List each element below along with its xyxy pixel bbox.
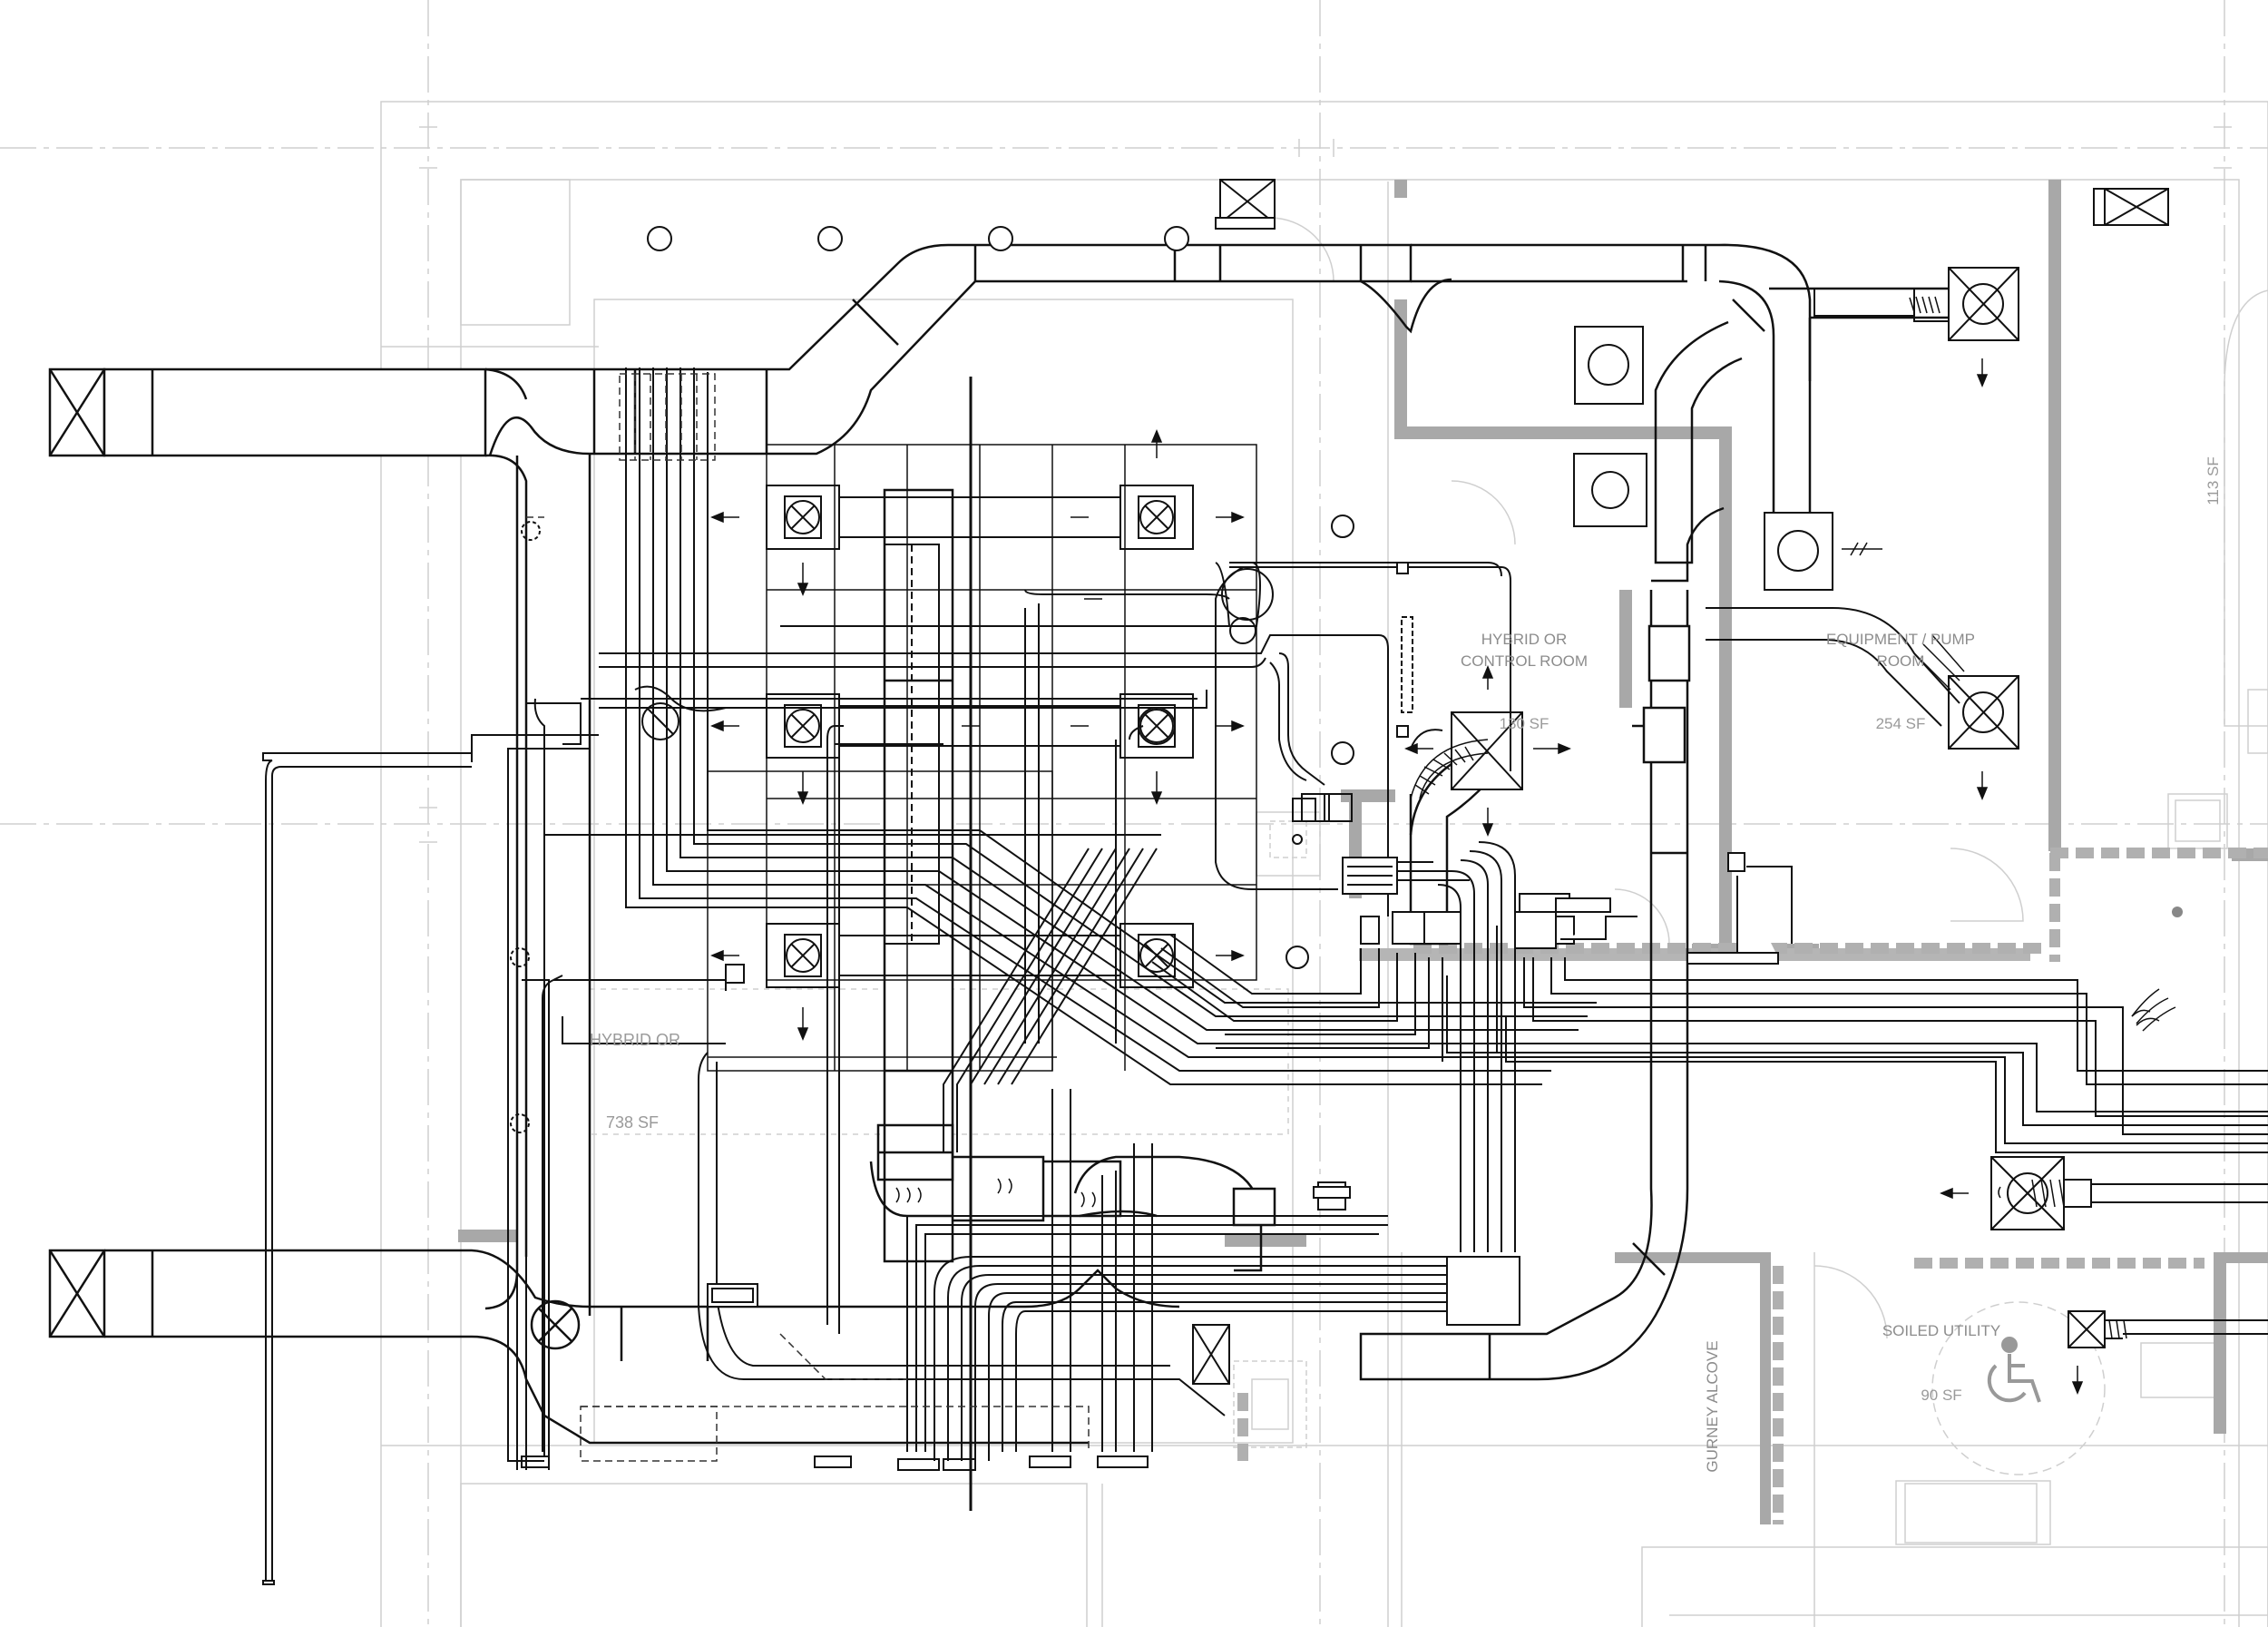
exhaust-fan-icon <box>1948 267 2019 341</box>
room-area-hybrid-or: 738 SF <box>606 1113 659 1132</box>
room-name-soiled-utility: SOILED UTILITY <box>1882 1322 2000 1339</box>
room-area-control-room: 130 SF <box>1500 715 1549 732</box>
exhaust-fan-icon <box>1574 326 1644 405</box>
accessibility-icon <box>1987 1337 2041 1403</box>
exhaust-fans <box>1215 179 2268 1348</box>
room-labels: HYBRID OR 738 SF HYBRID OR CONTROL ROOM … <box>590 456 2222 1472</box>
dashed-plenum-lines <box>526 373 1090 1462</box>
room-name-control-room-line2: CONTROL ROOM <box>1461 652 1588 670</box>
damper-symbols <box>962 516 1882 727</box>
room-name-equipment-line1: EQUIPMENT / PUMP <box>1826 631 1975 648</box>
room-name-hybrid-or: HYBRID OR <box>590 1031 680 1049</box>
equipment <box>707 562 1793 1385</box>
diffuser-icon <box>1119 693 1194 759</box>
room-area-soiled-utility: 90 SF <box>1921 1387 1961 1404</box>
room-name-control-room-line1: HYBRID OR <box>1481 631 1567 648</box>
exhaust-fan-icon <box>1990 1156 2065 1230</box>
diffuser-icon <box>1119 485 1194 550</box>
room-area-113: 113 SF <box>2204 456 2222 505</box>
exhaust-fan-icon <box>2068 1310 2106 1348</box>
access-panels <box>510 226 2183 1133</box>
room-name-gurney-alcove: GURNEY ALCOVE <box>1704 1340 1721 1472</box>
sprinkler-heads <box>895 1009 2160 1208</box>
piping <box>262 368 2268 1585</box>
airflow-arrows <box>710 358 2084 1395</box>
supply-ductwork <box>48 243 1957 1445</box>
exhaust-fan-icon <box>1573 453 1647 527</box>
exhaust-fan-icon <box>1948 675 2019 750</box>
flex-ducts <box>1410 296 2176 1339</box>
room-area-equipment: 254 SF <box>1876 715 1926 732</box>
diffuser-icon <box>766 485 840 550</box>
exhaust-fan-icon <box>1764 512 1833 591</box>
room-name-equipment-line2: ROOM <box>1877 652 1925 670</box>
